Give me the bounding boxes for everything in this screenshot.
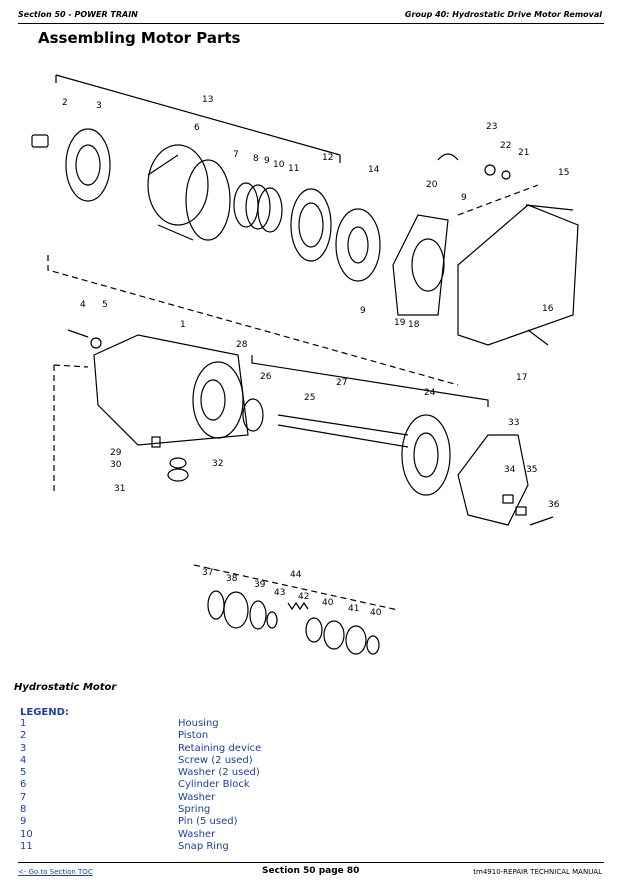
callout-6: 6 bbox=[194, 123, 200, 133]
callout-34: 34 bbox=[504, 465, 516, 475]
legend-text: Washer bbox=[178, 791, 216, 803]
go-to-toc-link[interactable]: <- Go to Section TOC bbox=[18, 868, 93, 876]
callout-21: 21 bbox=[518, 148, 529, 158]
legend-row: 10 Washer bbox=[20, 829, 460, 841]
callout-43: 43 bbox=[274, 588, 285, 598]
legend-text: Screw (2 used) bbox=[178, 754, 253, 766]
legend-number: 9 bbox=[20, 816, 27, 828]
legend-heading: LEGEND: bbox=[20, 707, 69, 718]
callout-9c: 9 bbox=[360, 306, 366, 316]
legend-list: 1 Housing 2 Piston 3 Retaining device 4 Scre… bbox=[20, 718, 460, 853]
callout-4: 4 bbox=[80, 300, 86, 310]
legend-number: 2 bbox=[20, 730, 27, 742]
callout-23: 23 bbox=[486, 122, 497, 132]
legend-text: Pin (5 used) bbox=[178, 816, 238, 828]
page-title: Assembling Motor Parts bbox=[38, 29, 241, 47]
callout-41: 41 bbox=[348, 604, 359, 614]
legend-text: Washer bbox=[178, 828, 216, 840]
callout-13: 13 bbox=[202, 95, 213, 105]
legend-number: 6 bbox=[20, 779, 27, 791]
callout-9b: 9 bbox=[461, 193, 467, 203]
legend-text: Cylinder Block bbox=[178, 779, 250, 791]
callout-16: 16 bbox=[542, 304, 554, 314]
callout-35: 35 bbox=[526, 465, 537, 475]
legend-row: 3 Retaining device bbox=[20, 743, 460, 755]
exploded-motor-diagram: 2 3 13 6 7 8 9 10 11 12 14 23 22 21 20 9… bbox=[31, 74, 579, 655]
legend-number: 4 bbox=[20, 754, 27, 766]
callout-20: 20 bbox=[426, 180, 438, 190]
footer-rule bbox=[18, 862, 604, 863]
callout-36: 36 bbox=[548, 500, 560, 510]
legend-number: 7 bbox=[20, 791, 27, 803]
legend-text: Piston bbox=[178, 730, 209, 742]
legend-row: 11 Snap Ring bbox=[20, 841, 460, 853]
callout-22: 22 bbox=[500, 141, 511, 151]
callout-26: 26 bbox=[260, 372, 272, 382]
callout-25: 25 bbox=[304, 393, 315, 403]
callout-5: 5 bbox=[102, 300, 108, 310]
callout-18: 18 bbox=[408, 320, 420, 330]
legend-row: 5 Washer (2 used) bbox=[20, 767, 460, 779]
callout-40: 40 bbox=[322, 598, 334, 608]
callout-14: 14 bbox=[368, 165, 380, 175]
legend-number: 3 bbox=[20, 742, 27, 754]
callout-7: 7 bbox=[233, 150, 239, 160]
callout-39: 39 bbox=[254, 580, 266, 590]
legend-row: 7 Washer bbox=[20, 792, 460, 804]
legend-number: 5 bbox=[20, 767, 27, 779]
callout-1: 1 bbox=[180, 320, 186, 330]
callout-10: 10 bbox=[273, 160, 285, 170]
legend-number: 11 bbox=[20, 840, 33, 852]
legend-row: 8 Spring bbox=[20, 804, 460, 816]
manual-name: tm4910-REPAIR TECHNICAL MANUAL bbox=[473, 868, 602, 876]
callout-30: 30 bbox=[110, 460, 122, 470]
legend-text: Washer (2 used) bbox=[178, 767, 260, 779]
header-rule bbox=[18, 23, 604, 24]
callout-11: 11 bbox=[288, 164, 299, 174]
legend-text: Retaining device bbox=[178, 742, 262, 754]
callout-3: 3 bbox=[96, 101, 102, 111]
callout-2: 2 bbox=[62, 98, 68, 108]
callout-24: 24 bbox=[424, 388, 436, 398]
callout-42: 42 bbox=[298, 592, 309, 602]
group-header: Group 40: Hydrostatic Drive Motor Remova… bbox=[404, 10, 602, 19]
callout-32: 32 bbox=[212, 459, 223, 469]
callout-27: 27 bbox=[336, 378, 347, 388]
callout-31: 31 bbox=[114, 484, 125, 494]
callout-9: 9 bbox=[264, 156, 270, 166]
legend-row: 9 Pin (5 used) bbox=[20, 816, 460, 828]
callout-44: 44 bbox=[290, 570, 302, 580]
legend-number: 10 bbox=[20, 828, 33, 840]
legend-number: 8 bbox=[20, 804, 27, 816]
legend-text: Housing bbox=[178, 718, 219, 729]
page-number: Section 50 page 80 bbox=[262, 866, 360, 876]
section-header: Section 50 - POWER TRAIN bbox=[18, 10, 138, 19]
callout-40b: 40 bbox=[370, 608, 382, 618]
callout-12: 12 bbox=[322, 153, 333, 163]
callout-37: 37 bbox=[202, 568, 213, 578]
legend-row: 1 Housing bbox=[20, 718, 460, 730]
section-subtitle: Hydrostatic Motor bbox=[14, 682, 117, 693]
callout-15: 15 bbox=[558, 168, 569, 178]
legend-text: Snap Ring bbox=[178, 840, 229, 852]
legend-row: 2 Piston bbox=[20, 730, 460, 742]
callout-29: 29 bbox=[110, 448, 122, 458]
legend-row: 4 Screw (2 used) bbox=[20, 755, 460, 767]
legend-text: Spring bbox=[178, 804, 211, 816]
callout-19: 19 bbox=[394, 318, 406, 328]
callout-33: 33 bbox=[508, 418, 519, 428]
callout-28: 28 bbox=[236, 340, 248, 350]
legend-number: 1 bbox=[20, 718, 27, 729]
legend-row: 6 Cylinder Block bbox=[20, 779, 460, 791]
callout-38: 38 bbox=[226, 574, 238, 584]
callout-17: 17 bbox=[516, 373, 527, 383]
callout-8: 8 bbox=[253, 154, 259, 164]
